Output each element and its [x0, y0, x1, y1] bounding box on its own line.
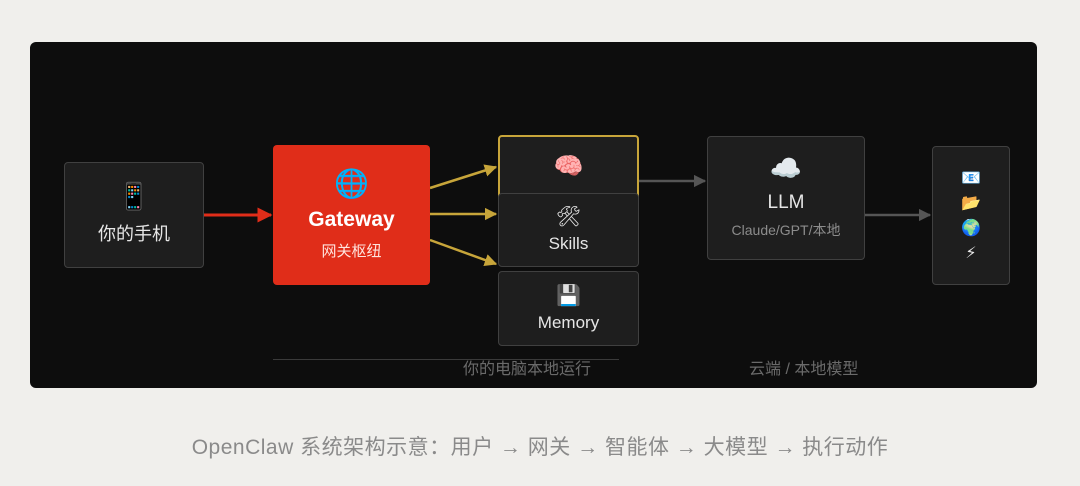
arrow-gateway-to-brain	[429, 164, 498, 190]
cloud-icon: ☁️	[769, 154, 803, 184]
memory-node: 💾 Memory	[498, 271, 639, 346]
floppy-disk-icon: 💾	[556, 282, 581, 307]
skills-node: 🛠 Skills	[498, 193, 639, 267]
gateway-subtitle: 网关枢纽	[321, 242, 382, 260]
skills-label: Skills	[548, 234, 589, 253]
arrow-gateway-to-memory	[429, 238, 498, 267]
folder-icon: 📂	[961, 193, 981, 212]
zone-label-local: 你的电脑本地运行	[463, 361, 592, 378]
memory-label: Memory	[537, 312, 600, 332]
zone-label-cloud: 云端 / 本地模型	[749, 361, 859, 378]
gateway-title: Gateway	[308, 207, 395, 231]
local-zone-divider	[273, 359, 619, 360]
actions-node: 📧 📂 🌍 ⚡	[932, 146, 1010, 285]
llm-node: ☁️ LLM Claude/GPT/本地	[707, 136, 865, 260]
connector-arrows	[204, 164, 932, 267]
architecture-diagram-panel: 📱 你的手机 🌐 Gateway 网关枢纽 🧠 🛠 Skills 💾 Memor…	[30, 42, 1037, 388]
brain-icon: 🧠	[553, 152, 584, 180]
llm-label: LLM	[767, 192, 805, 213]
figure-caption: OpenClaw 系统架构示意：用户 → 网关 → 智能体 → 大模型 → 执行…	[191, 436, 889, 459]
llm-subtitle: Claude/GPT/本地	[731, 222, 841, 238]
gateway-node: 🌐 Gateway 网关枢纽	[273, 145, 430, 285]
globe-icon: 🌐	[334, 166, 369, 200]
earth-icon: 🌍	[961, 218, 981, 237]
lightning-icon: ⚡	[965, 243, 977, 262]
phone-node: 📱 你的手机	[64, 162, 204, 268]
tools-icon: 🛠	[555, 204, 582, 228]
mobile-phone-icon: 📱	[117, 182, 151, 212]
email-icon: 📧	[961, 168, 981, 187]
phone-label: 你的手机	[98, 224, 170, 244]
